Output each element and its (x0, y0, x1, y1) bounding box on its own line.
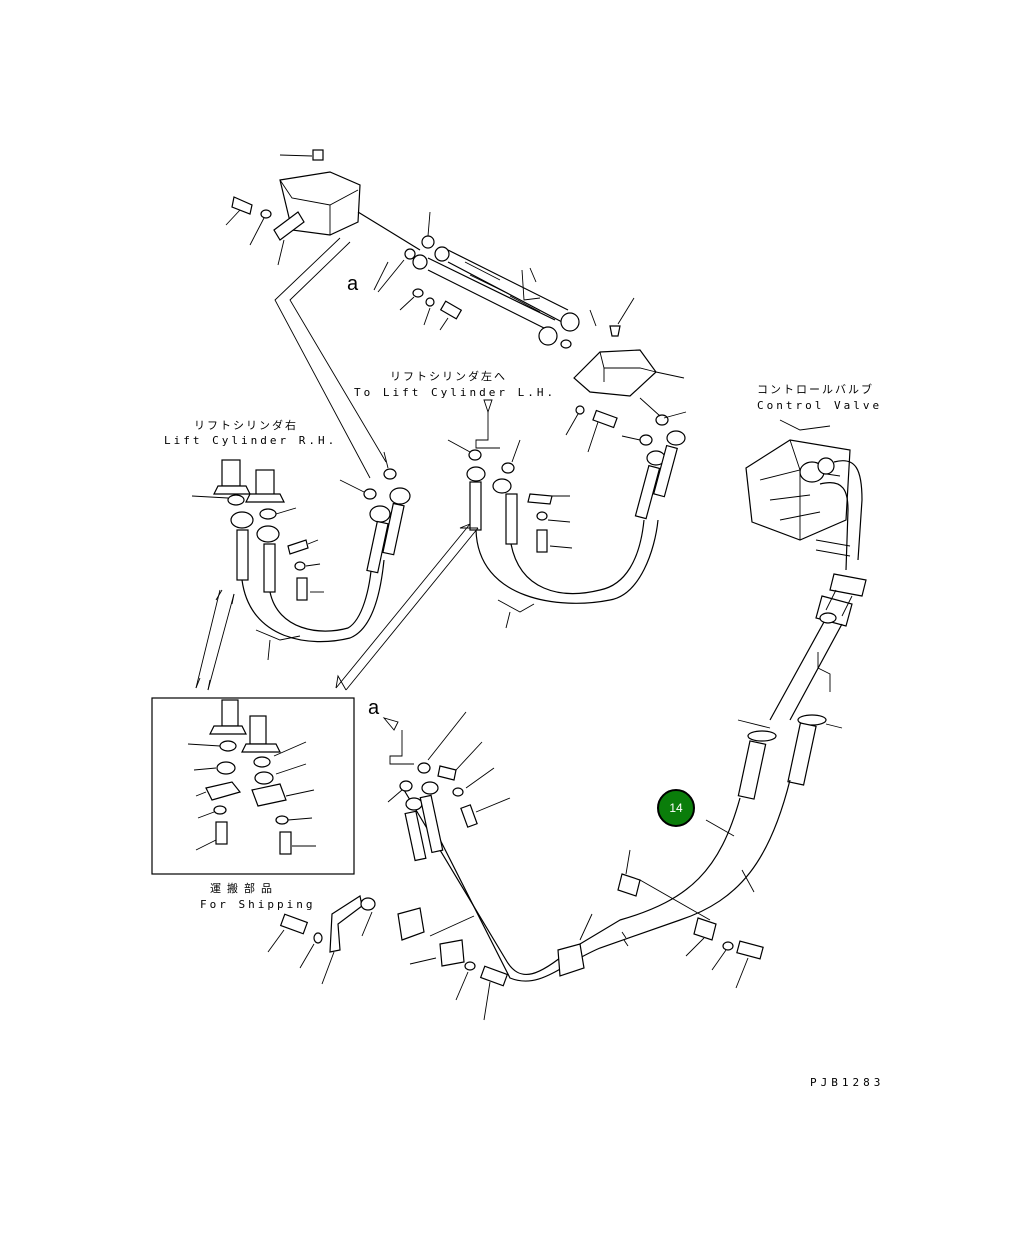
control-valve-en-label: Control Valve (757, 399, 883, 412)
upper-tube-pair (357, 211, 635, 349)
drawing-code: PJB1283 (810, 1076, 885, 1089)
upper-bracket-rh (225, 149, 389, 291)
lower-clamps (267, 711, 764, 1021)
upper-bracket-lh (565, 349, 687, 453)
lift-cylinder-rh-jp-label: リフトシリンダ右 (194, 419, 298, 432)
guide-lines (195, 237, 479, 691)
reference-a-top: a (347, 273, 359, 295)
control-valve-jp-label: コントロールバルブ (757, 383, 874, 396)
main-hoses (403, 621, 843, 982)
lift-cylinder-lh-jp-label: リフトシリンダ左へ (390, 370, 507, 383)
shipping-jp-label: 運搬部品 (210, 882, 278, 895)
shipping-en-label: For Shipping (200, 898, 316, 911)
rh-hose-group (191, 451, 411, 661)
lift-cylinder-rh-en-label: Lift Cylinder R.H. (164, 434, 338, 447)
part-callout-14[interactable]: 14 (657, 789, 695, 827)
lift-cylinder-lh-en-label: To Lift Cylinder L.H. (354, 386, 557, 399)
reference-a-bottom: a (368, 697, 380, 719)
control-valve (745, 419, 867, 627)
shipping-box (151, 697, 355, 875)
lh-hose-group (447, 399, 686, 629)
